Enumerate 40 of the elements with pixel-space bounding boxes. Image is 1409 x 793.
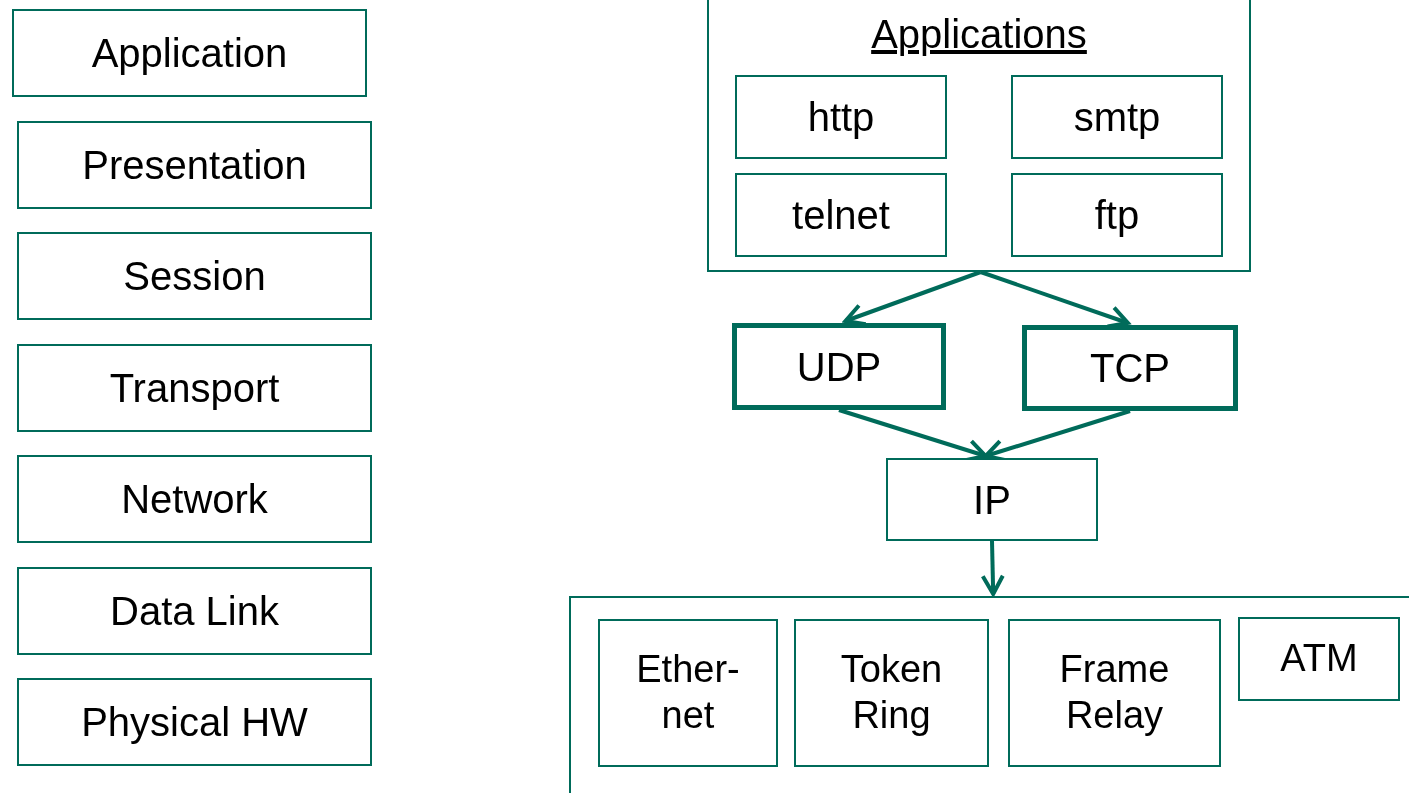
layer-label: Presentation: [82, 142, 307, 189]
layer-box: [1011, 173, 1223, 257]
layer-label: smtp: [1073, 94, 1161, 141]
layer-box: [17, 455, 372, 543]
layer-label: UDP: [796, 343, 882, 391]
protocol-box: [1022, 325, 1238, 411]
layer-box: [12, 9, 367, 97]
arrow: [980, 540, 1005, 596]
layer-box: [1238, 617, 1400, 701]
layer-label: Session: [123, 253, 266, 300]
layer-label: ftp: [1094, 192, 1140, 239]
layer-box: [1011, 75, 1223, 159]
layer-label: Application: [91, 30, 288, 77]
layer-box: [1008, 619, 1221, 767]
layer-label: Ether-net: [635, 647, 741, 738]
layer-box: [735, 75, 947, 159]
layer-group-box: [569, 596, 1409, 793]
layer-label: Data Link: [110, 588, 279, 635]
layer-box: [735, 173, 947, 257]
layer-box: [598, 619, 778, 767]
layer-label: Network: [121, 476, 268, 523]
layer-label: IP: [973, 476, 1011, 524]
layer-label: ATM: [1280, 636, 1358, 682]
layer-box: [17, 344, 372, 432]
layer-label: Transport: [109, 365, 280, 412]
layer-box: [794, 619, 989, 767]
layer-label: TCP: [1090, 345, 1170, 392]
group-heading: Applications: [871, 11, 1087, 58]
layer-box: [17, 232, 372, 320]
layer-box: [17, 567, 372, 655]
layer-label: Frame Relay: [1058, 647, 1171, 738]
layer-label: Token Ring: [839, 647, 944, 738]
protocol-box: [732, 323, 946, 410]
layer-label: telnet: [792, 192, 890, 239]
layer-box: [17, 121, 372, 209]
layer-box: [886, 458, 1098, 541]
layer-box: [17, 678, 372, 766]
layer-label: http: [807, 94, 875, 141]
layer-label: Physical HW: [81, 699, 308, 746]
group-box: [707, 0, 1251, 272]
